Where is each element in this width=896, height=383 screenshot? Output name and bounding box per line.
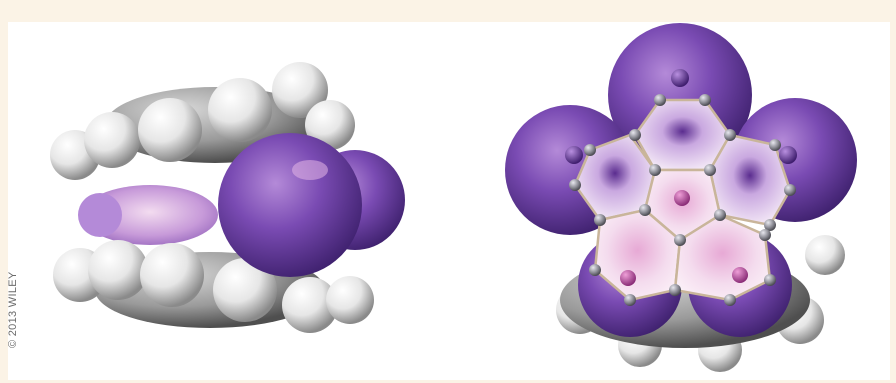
sodium-marker-center xyxy=(674,190,690,206)
left-molecule-side-view xyxy=(50,62,405,333)
hydrogen-atom xyxy=(84,112,140,168)
hydrogen-atom xyxy=(88,240,148,300)
hydrogen-atom xyxy=(272,62,328,118)
sodium-marker-bottom-left xyxy=(620,270,636,286)
sodium-marker-top xyxy=(671,69,689,87)
hydrogen-atom xyxy=(282,277,338,333)
right-molecule-top-view xyxy=(505,23,857,372)
sodium-marker-right xyxy=(779,146,797,164)
sodium-atom-front xyxy=(218,133,362,277)
hydrogen-atom xyxy=(138,98,202,162)
hydrogen-atom xyxy=(326,276,374,324)
sodium-marker-left xyxy=(565,146,583,164)
sodium-marker-bottom-right xyxy=(732,267,748,283)
sodium-edge-left xyxy=(78,193,122,237)
hydrogen-atom xyxy=(208,78,272,142)
hydrogen-atom xyxy=(213,258,277,322)
hydrogen-atom xyxy=(140,243,204,307)
hydrogen-atom xyxy=(805,235,845,275)
hydrogen-atom xyxy=(305,100,355,150)
ring-carbon-atoms xyxy=(569,94,796,306)
